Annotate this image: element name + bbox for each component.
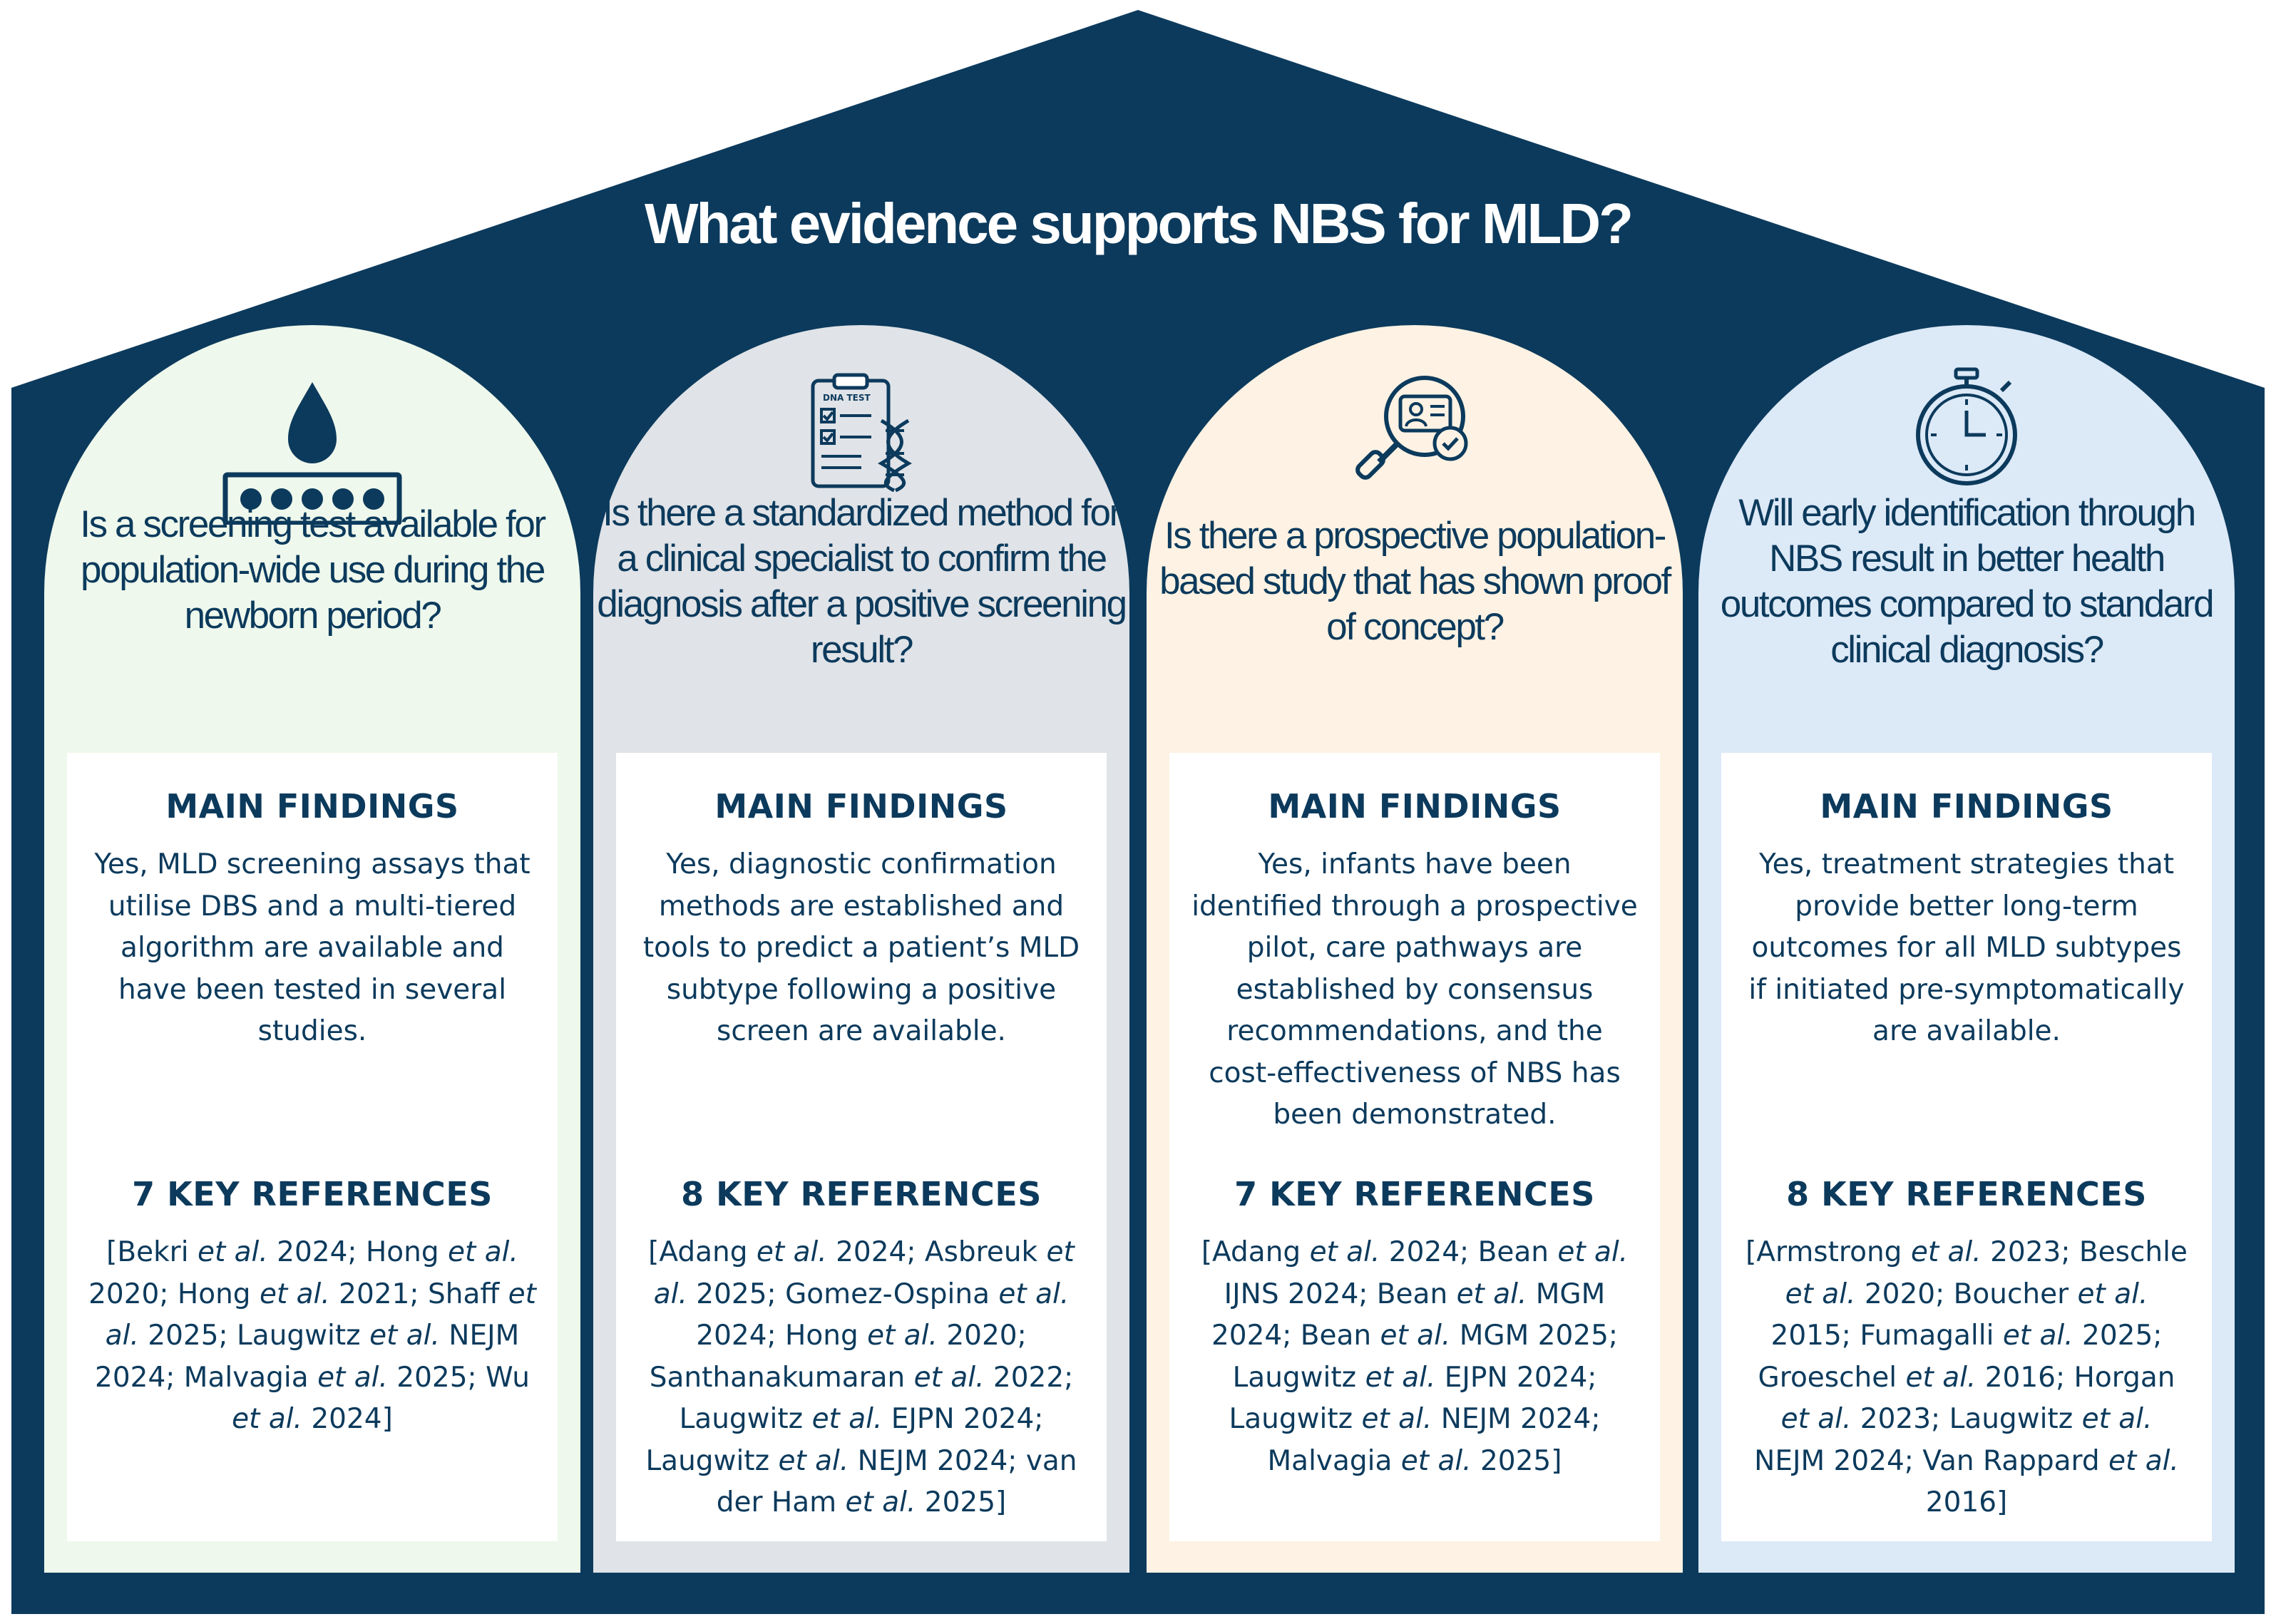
- main-findings-heading: MAIN FINDINGS: [165, 787, 459, 826]
- pillar-screening-test: Is a screening test available for popula…: [44, 325, 580, 1573]
- page-title: What evidence supports NBS for MLD?: [645, 192, 1634, 255]
- blood-drop-test-card-icon: [222, 382, 402, 525]
- main-findings-heading: MAIN FINDINGS: [714, 787, 1008, 826]
- main-findings-heading: MAIN FINDINGS: [1268, 787, 1562, 826]
- pillar-health-outcomes: Will early identification through NBS re…: [1698, 325, 2235, 1573]
- main-findings-text: Yes, treatment strategies that provide b…: [1748, 848, 2185, 1047]
- question-text: Will early identification through NBS re…: [1720, 492, 2215, 671]
- findings-card: MAIN FINDINGS Yes, infants have been ide…: [1169, 753, 1660, 1541]
- question-text: Is a screening test available for popula…: [80, 503, 546, 637]
- magnifier-profile-check-icon: [1355, 376, 1468, 480]
- pillar-diagnostic-confirmation: DNA TEST Is there a standardized method …: [593, 325, 1129, 1573]
- key-references-text: [Adang et al. 2024; Asbreuk et al. 2025;…: [645, 1236, 1077, 1518]
- findings-card: MAIN FINDINGS Yes, treatment strategies …: [1721, 753, 2212, 1541]
- dna-test-clipboard-icon: DNA TEST: [811, 373, 912, 492]
- dna-test-label: DNA TEST: [823, 393, 871, 403]
- main-findings-text: Yes, infants have been identified throug…: [1191, 848, 1638, 1131]
- key-references-heading: 7 KEY REFERENCES: [1234, 1175, 1595, 1213]
- main-findings-text: Yes, diagnostic confirmation methods are…: [642, 848, 1080, 1047]
- question-text: Is there a standardized method for a cli…: [597, 492, 1127, 671]
- key-references-heading: 7 KEY REFERENCES: [132, 1175, 493, 1213]
- key-references-text: [Adang et al. 2024; Bean et al. IJNS 202…: [1201, 1236, 1629, 1477]
- findings-card: MAIN FINDINGS Yes, MLD screening assays …: [67, 753, 558, 1541]
- main-findings-heading: MAIN FINDINGS: [1820, 787, 2113, 826]
- stopwatch-icon: [1916, 367, 2017, 485]
- pillar-prospective-study: Is there a prospective population-based …: [1147, 325, 1683, 1573]
- key-references-heading: 8 KEY REFERENCES: [1786, 1175, 2147, 1213]
- key-references-text: [Bekri et al. 2024; Hong et al. 2020; Ho…: [88, 1236, 536, 1435]
- main-findings-text: Yes, MLD screening assays that utilise D…: [94, 848, 530, 1047]
- key-references-heading: 8 KEY REFERENCES: [681, 1175, 1042, 1213]
- findings-card: MAIN FINDINGS Yes, diagnostic confirmati…: [616, 753, 1107, 1541]
- question-text: Is there a prospective population-based …: [1159, 515, 1671, 648]
- key-references-text: [Armstrong et al. 2023; Beschle et al. 2…: [1746, 1236, 2188, 1518]
